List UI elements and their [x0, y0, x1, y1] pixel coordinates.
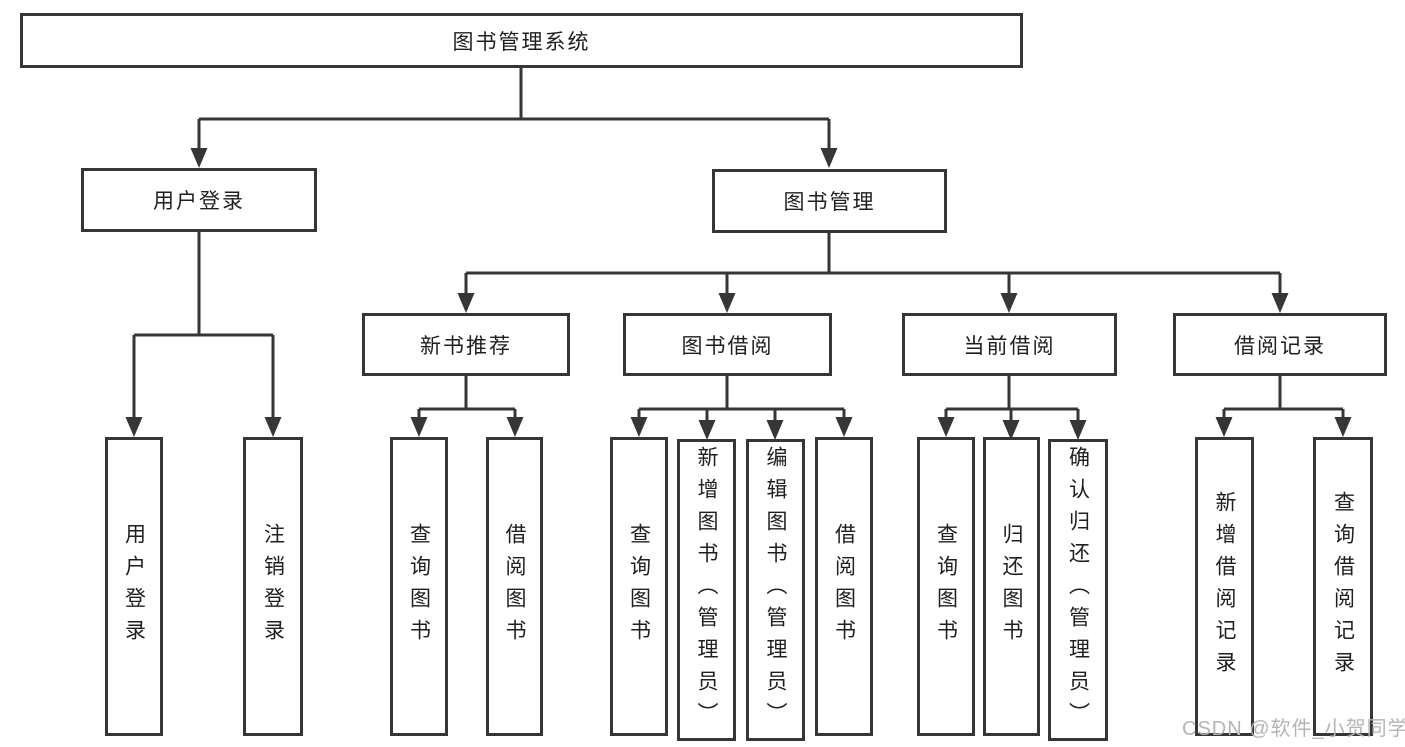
leaf-borrow-query-books-label: 查询图书: [627, 522, 651, 651]
leaf-edit-books-admin: 编辑图书（管理员）: [746, 439, 805, 741]
node-root-label: 图书管理系统: [452, 30, 591, 54]
connector-book-management-branch: [464, 233, 1282, 298]
node-root-system: 图书管理系统: [20, 13, 1023, 68]
node-borrow-records-label: 借阅记录: [1234, 334, 1326, 358]
leaf-return-books: 归还图书: [983, 437, 1040, 736]
leaf-add-books-admin-label: 新增图书（管理员）: [695, 446, 718, 734]
leaf-recommend-borrow-books: 借阅图书: [486, 437, 543, 736]
node-user-login: 用户登录: [81, 168, 317, 232]
leaf-user-login-label: 用户登录: [122, 522, 146, 651]
leaf-add-borrow-record-label: 新增借阅记录: [1213, 490, 1236, 683]
leaf-borrow-borrow-books: 借阅图书: [815, 437, 873, 736]
leaf-recommend-query-books-label: 查询图书: [407, 522, 431, 651]
csdn-watermark: CSDN @软件_小贺同学: [1182, 718, 1405, 740]
leaf-borrow-borrow-books-label: 借阅图书: [832, 522, 856, 651]
leaf-current-query-books: 查询图书: [917, 437, 975, 736]
node-book-management: 图书管理: [712, 169, 947, 233]
node-current-borrow-label: 当前借阅: [963, 334, 1056, 358]
node-book-borrow-label: 图书借阅: [681, 334, 774, 358]
leaf-edit-books-admin-label: 编辑图书（管理员）: [764, 446, 787, 734]
connector-recommend-branch: [417, 376, 517, 423]
leaf-borrow-query-books: 查询图书: [610, 437, 668, 736]
leaf-query-borrow-record: 查询借阅记录: [1313, 437, 1373, 736]
node-user-login-label: 用户登录: [153, 190, 245, 213]
leaf-add-borrow-record: 新增借阅记录: [1195, 437, 1254, 736]
leaf-confirm-return-admin-label: 确认归还（管理员）: [1066, 446, 1090, 734]
connector-user-login-branch: [132, 232, 275, 422]
node-book-borrow: 图书借阅: [623, 313, 832, 376]
leaf-user-login: 用户登录: [105, 437, 163, 736]
connector-records-branch: [1222, 376, 1345, 423]
connector-current-branch: [944, 376, 1080, 425]
arrowheads: [125, 148, 1352, 440]
leaf-recommend-query-books: 查询图书: [390, 437, 448, 736]
node-book-management-label: 图书管理: [783, 191, 876, 214]
leaf-logout: 注销登录: [243, 437, 303, 736]
leaf-add-books-admin: 新增图书（管理员）: [677, 439, 736, 741]
leaf-confirm-return-admin: 确认归还（管理员）: [1048, 439, 1108, 741]
node-borrow-records: 借阅记录: [1173, 313, 1387, 376]
leaf-recommend-borrow-books-label: 借阅图书: [503, 522, 526, 651]
leaf-current-query-books-label: 查询图书: [934, 522, 958, 651]
node-new-book-recommend-label: 新书推荐: [420, 334, 512, 358]
leaf-logout-label: 注销登录: [261, 522, 285, 651]
node-new-book-recommend: 新书推荐: [362, 313, 570, 376]
leaf-query-borrow-record-label: 查询借阅记录: [1331, 490, 1355, 683]
connector-borrow-branch: [637, 376, 846, 425]
node-current-borrow: 当前借阅: [902, 313, 1117, 376]
connector-root-to-level2: [197, 68, 831, 152]
leaf-return-books-label: 归还图书: [1000, 522, 1023, 651]
